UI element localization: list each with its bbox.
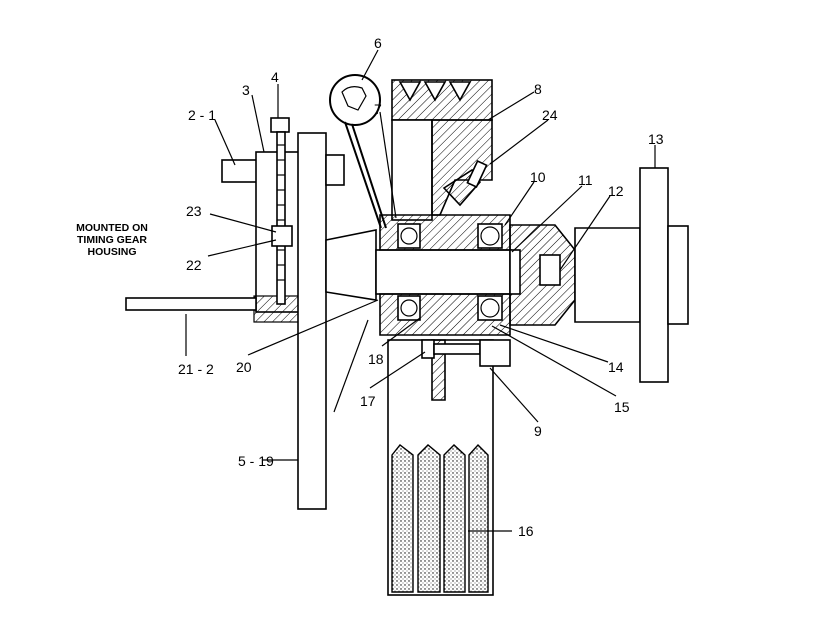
- support-plate: [297, 132, 345, 510]
- callout-6: 6: [374, 35, 382, 51]
- callout-7: 7: [374, 101, 382, 117]
- callout-21-2: 21 - 2: [178, 361, 214, 377]
- callout-14: 14: [608, 359, 624, 375]
- callout-15: 15: [614, 399, 630, 415]
- callout-4: 4: [271, 69, 279, 85]
- callout-11: 11: [578, 172, 593, 188]
- bolts: [421, 339, 511, 367]
- callout-10: 10: [530, 169, 546, 185]
- callout-17: 17: [360, 393, 376, 409]
- callout-5-19: 5 - 19: [238, 453, 274, 469]
- callout-23: 23: [186, 203, 202, 219]
- spindle-shaft: [325, 229, 512, 301]
- callout-labels: 2 - 1 3 4 6 7 8 24 10 11 12 13 23 22 21 …: [178, 35, 664, 539]
- callout-2-1: 2 - 1: [188, 107, 216, 123]
- callout-24: 24: [542, 107, 558, 123]
- callout-22: 22: [186, 257, 202, 273]
- callout-13: 13: [648, 131, 664, 147]
- mounting-note: MOUNTED ON TIMING GEAR HOUSING: [76, 222, 148, 258]
- callout-20: 20: [236, 359, 252, 375]
- adjusting-screw: [270, 117, 293, 305]
- callout-3: 3: [242, 82, 250, 98]
- callout-16: 16: [518, 523, 534, 539]
- grease-fitting: [466, 159, 488, 189]
- callout-12: 12: [608, 183, 624, 199]
- note-line-3: HOUSING: [87, 246, 136, 258]
- detail-view-circle: [329, 74, 387, 229]
- callout-9: 9: [534, 423, 542, 439]
- drive-belts: [391, 443, 489, 593]
- bearings: [397, 223, 503, 321]
- callout-18: 18: [368, 351, 384, 367]
- flange-adapter: [574, 167, 689, 383]
- long-stud: [125, 297, 257, 311]
- end-cover: [509, 224, 576, 326]
- note-line-1: MOUNTED ON: [76, 222, 148, 234]
- leader-lines: [185, 49, 656, 532]
- note-line-2: TIMING GEAR: [77, 234, 147, 246]
- callout-8: 8: [534, 81, 542, 97]
